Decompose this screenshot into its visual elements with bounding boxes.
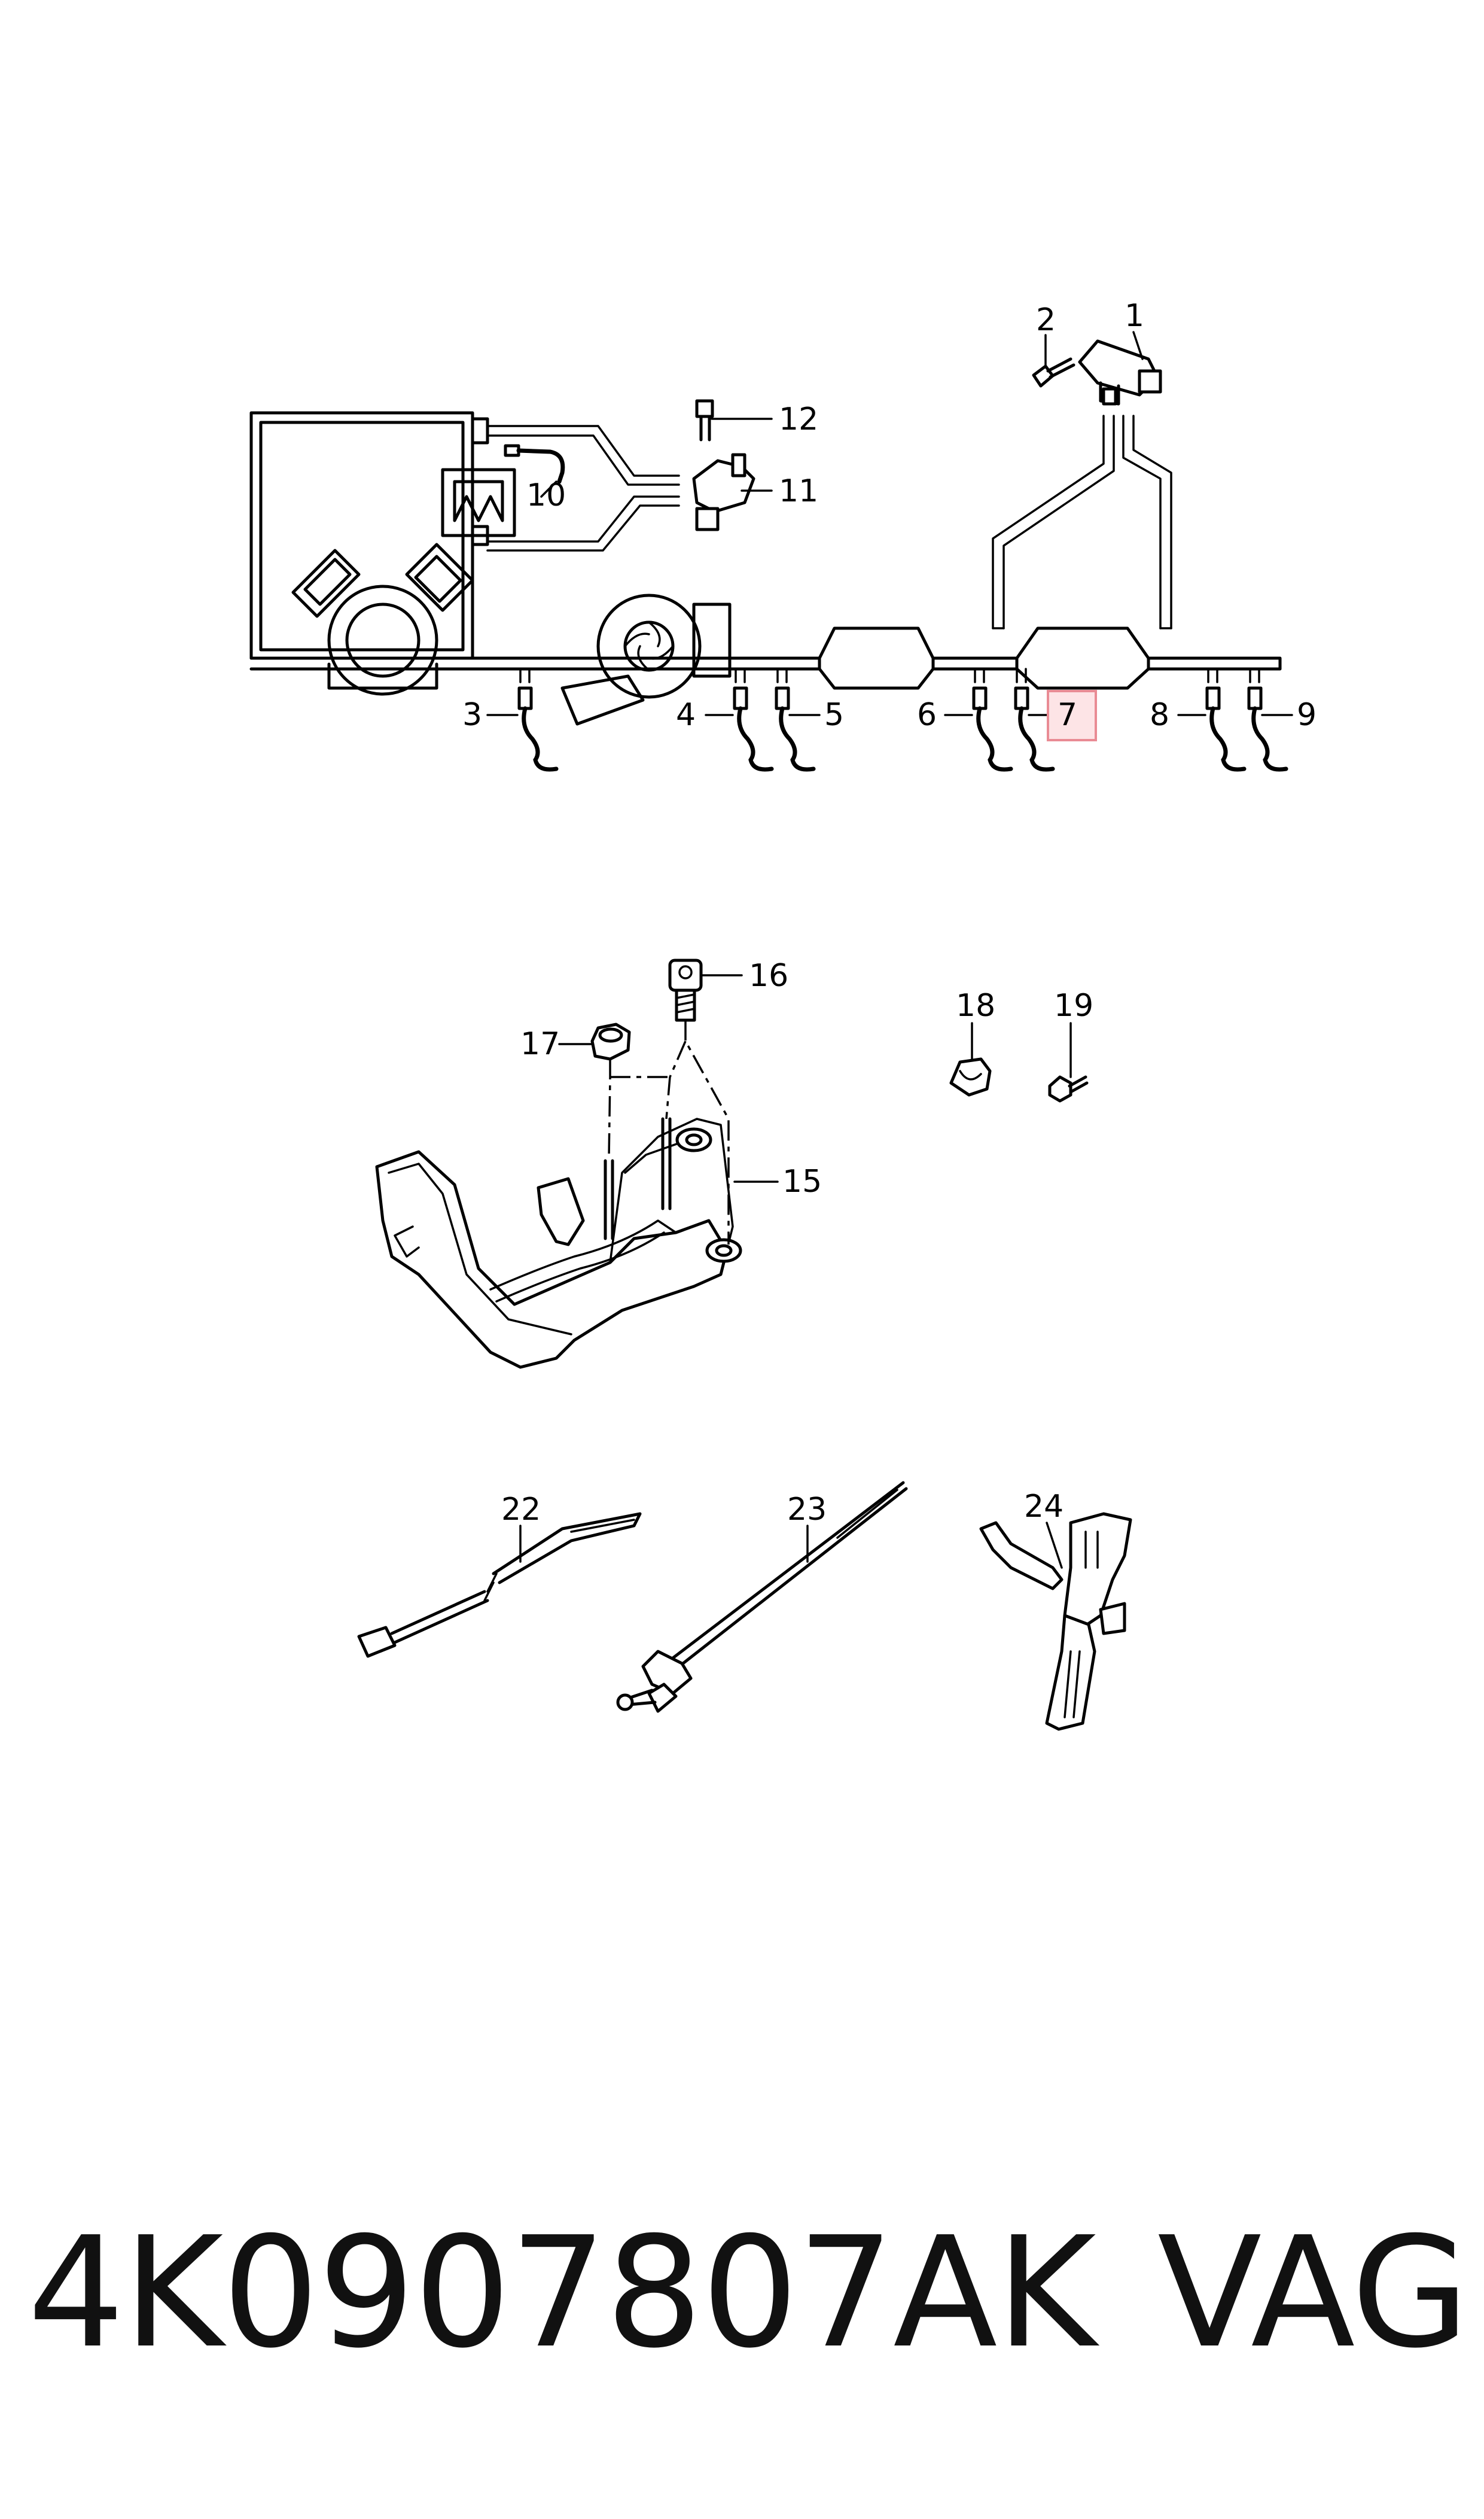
turbocharger — [560, 594, 732, 726]
callout-18: 18 — [956, 988, 995, 1024]
part-number: 4K0907807AK — [28, 2204, 1096, 2382]
callout-19: 19 — [1054, 988, 1093, 1024]
bracket-leader-lines — [558, 974, 1072, 1183]
callout-7: 7 — [1058, 697, 1077, 733]
sensor-4 — [733, 686, 774, 772]
sensor-7 — [1014, 686, 1055, 772]
sensor-bosses — [519, 668, 1260, 683]
bolt-16 — [668, 959, 703, 1022]
leader-lines — [486, 331, 1293, 716]
screw-19 — [1048, 1075, 1089, 1103]
hose-10 — [504, 444, 565, 484]
callout-1: 1 — [1125, 298, 1144, 334]
pressure-sensor-1 — [1078, 339, 1162, 406]
bracket-15 — [375, 1150, 729, 1369]
heat-exchanger — [441, 468, 516, 537]
cable-tie-22 — [357, 1512, 642, 1658]
engine-block — [291, 543, 474, 696]
catalytic-converter-1 — [818, 626, 935, 690]
callout-16: 16 — [749, 958, 788, 994]
callout-10: 10 — [526, 477, 566, 513]
leader-24 — [1046, 1522, 1063, 1569]
clip-18 — [949, 1057, 992, 1097]
cable-ties: 22 23 24 — [357, 1481, 1132, 1731]
highlight-box-7 — [1047, 690, 1097, 741]
sensor-5 — [775, 686, 816, 772]
brand-name: VAG — [1157, 2204, 1470, 2382]
sensor-3 — [517, 686, 559, 772]
exhaust-system-schematic: 1 2 3 4 5 6 7 8 9 10 11 12 — [249, 298, 1317, 772]
catalytic-converter-2 — [1015, 626, 1150, 690]
callout-24: 24 — [1024, 1489, 1064, 1525]
nut-17 — [590, 1023, 631, 1061]
callout-11: 11 — [779, 473, 818, 509]
callout-3: 3 — [462, 697, 482, 733]
callout-6: 6 — [917, 697, 937, 733]
callout-2: 2 — [1036, 302, 1056, 338]
engine-outline — [249, 411, 474, 660]
callout-22: 22 — [501, 1492, 541, 1528]
bolt-2 — [1032, 357, 1075, 388]
callout-4: 4 — [676, 697, 696, 733]
sensor-8 — [1205, 686, 1247, 772]
callout-23: 23 — [787, 1492, 827, 1528]
engine-inner-outline — [259, 421, 465, 652]
holder-24 — [979, 1512, 1132, 1731]
sensor-9 — [1247, 686, 1288, 772]
callout-5: 5 — [824, 697, 844, 733]
sensor-6 — [972, 686, 1013, 772]
pressure-sensor-11 — [692, 453, 755, 531]
bracket-assembly: 16 17 15 18 19 — [375, 958, 1093, 1369]
cable-tie-23 — [616, 1481, 908, 1713]
callout-17: 17 — [520, 1026, 560, 1062]
callout-9: 9 — [1297, 697, 1317, 733]
callout-15: 15 — [782, 1164, 822, 1200]
exhaust-temperature-sensors — [517, 686, 1288, 772]
callout-12: 12 — [779, 401, 818, 437]
callout-8: 8 — [1150, 697, 1169, 733]
bolt-12 — [695, 399, 714, 442]
